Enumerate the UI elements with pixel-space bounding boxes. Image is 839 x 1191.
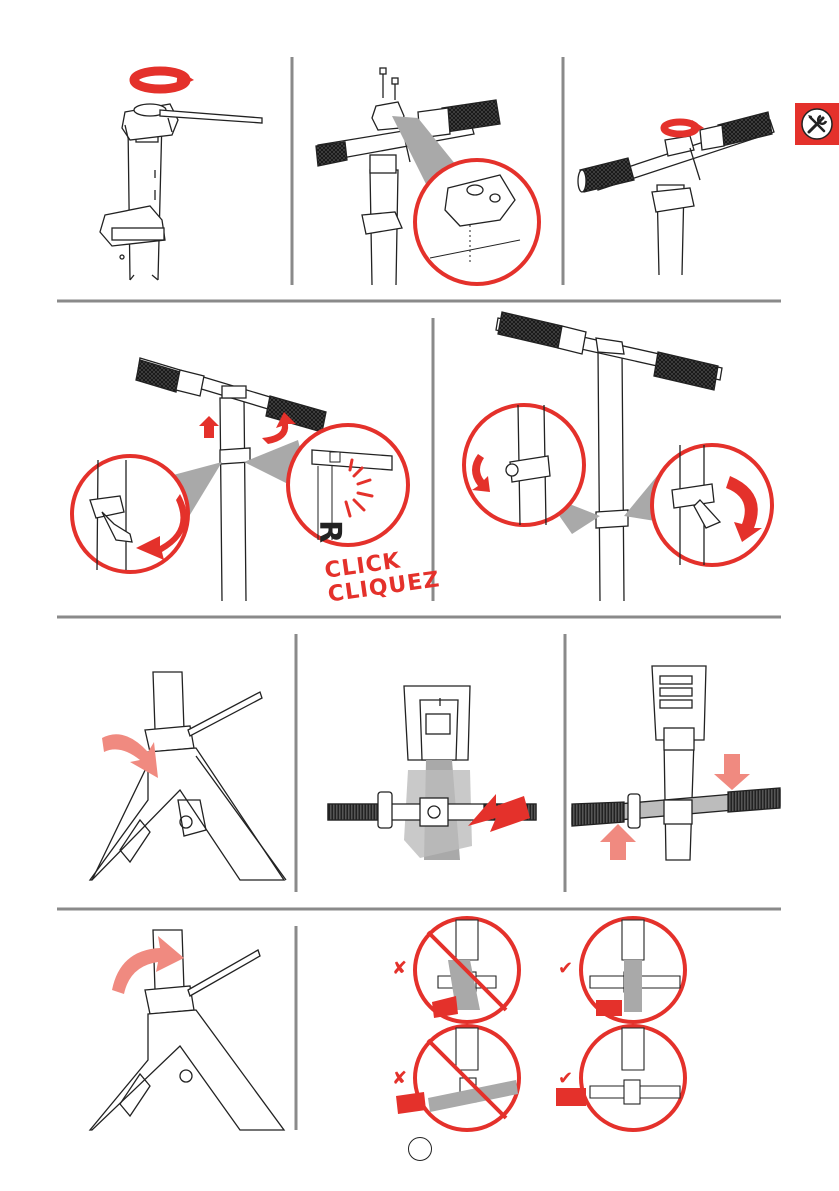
- step-6-headset-loosen: [90, 672, 286, 880]
- right-mark-bottom: ✔: [558, 1068, 573, 1089]
- brand-letter: R: [312, 520, 347, 543]
- step-8-rotate-bar: [572, 666, 780, 860]
- detail-circle-click: [288, 425, 408, 545]
- detail-circle-clamp-b: [652, 445, 772, 565]
- step-7-align-front: [328, 686, 536, 860]
- check-wrong-top: [415, 918, 519, 1022]
- rotate-arrow-3: [664, 120, 704, 134]
- detail-circle-clamp-a: [464, 405, 584, 525]
- wrong-mark-top: ✘: [392, 958, 407, 979]
- detail-circle-lever: [72, 456, 188, 572]
- right-mark-top: ✔: [558, 958, 573, 979]
- check-right-top: [581, 918, 685, 1022]
- step-1-stem-clamp: [100, 104, 262, 280]
- step-9-headset-tighten: [90, 930, 284, 1130]
- page-number-circle: [408, 1137, 432, 1161]
- detail-circle-2: [415, 160, 539, 284]
- check-right-bottom: [556, 1026, 685, 1130]
- rotate-arrow-1: [134, 70, 194, 89]
- check-wrong-bottom: [396, 1026, 519, 1130]
- wrong-mark-bottom: ✘: [392, 1068, 407, 1089]
